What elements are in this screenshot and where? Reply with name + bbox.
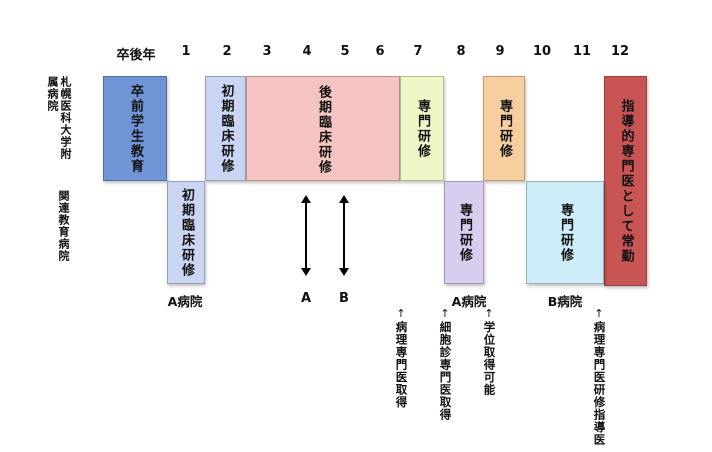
milestone-cytology-specialist-text: 細胞診専門医取得 bbox=[438, 321, 453, 421]
block-initial-training-university: 初期臨床研修 bbox=[205, 76, 246, 181]
block-later-clinical-training-text: 後期臨床研修 bbox=[316, 85, 331, 175]
hospital-label-a-1: A病院 bbox=[167, 294, 203, 309]
block-instructor-specialist-text: 指導的専門医として常勤 bbox=[618, 98, 634, 264]
milestone-cytology-specialist: ↑ 細胞診専門医取得 bbox=[437, 308, 453, 421]
point-label-b: B bbox=[339, 291, 349, 306]
year-10: 10 bbox=[532, 44, 552, 59]
block-pre-graduate-education-text: 卒前学生教育 bbox=[128, 83, 143, 174]
row-label-university: 札幌医科大学附属病院 bbox=[46, 76, 72, 160]
block-specialty-training-univ-1: 専門研修 bbox=[400, 76, 444, 181]
block-initial-training-related-text: 初期臨床研修 bbox=[179, 187, 194, 278]
up-arrow-icon: ↑ bbox=[440, 307, 450, 320]
arrow-head-down-icon bbox=[339, 268, 349, 276]
block-specialty-training-related-b-text: 専門研修 bbox=[558, 202, 573, 263]
year-6: 6 bbox=[375, 44, 385, 59]
year-4: 4 bbox=[302, 44, 312, 59]
milestone-degree-available: ↑ 学位取得可能 bbox=[481, 308, 497, 396]
year-header-label: 卒後年 bbox=[116, 48, 156, 63]
up-arrow-icon: ↑ bbox=[484, 307, 494, 320]
milestone-instructor-certification-text: 病理専門医研修指導医 bbox=[592, 321, 607, 446]
milestone-pathology-specialist: ↑ 病理専門医取得 bbox=[393, 308, 409, 409]
block-specialty-training-related-b: 専門研修 bbox=[526, 181, 604, 284]
block-specialty-training-univ-2-text: 専門研修 bbox=[497, 98, 512, 159]
block-specialty-training-related-a-text: 専門研修 bbox=[457, 202, 472, 263]
milestone-instructor-certification: ↑ 病理専門医研修指導医 bbox=[591, 308, 607, 446]
block-specialty-training-univ-1-text: 専門研修 bbox=[415, 98, 430, 159]
arrow-head-up-icon bbox=[339, 195, 349, 203]
arrow-head-up-icon bbox=[301, 195, 311, 203]
arrow-head-down-icon bbox=[301, 268, 311, 276]
block-later-clinical-training: 後期臨床研修 bbox=[246, 76, 400, 181]
milestone-degree-available-text: 学位取得可能 bbox=[482, 321, 497, 396]
year-12: 12 bbox=[610, 44, 630, 59]
block-instructor-specialist: 指導的専門医として常勤 bbox=[604, 76, 647, 286]
year-2: 2 bbox=[222, 44, 232, 59]
block-specialty-training-related-a: 専門研修 bbox=[444, 181, 484, 284]
row-label-related: 関連教育病院 bbox=[57, 190, 70, 262]
block-specialty-training-univ-2: 専門研修 bbox=[483, 76, 525, 181]
block-initial-training-related: 初期臨床研修 bbox=[167, 181, 205, 284]
year-5: 5 bbox=[340, 44, 350, 59]
block-initial-training-university-text: 初期臨床研修 bbox=[218, 83, 234, 174]
arrow-shaft bbox=[343, 202, 345, 268]
year-3: 3 bbox=[262, 44, 272, 59]
year-1: 1 bbox=[181, 44, 191, 59]
year-9: 9 bbox=[495, 44, 505, 59]
milestone-pathology-specialist-text: 病理専門医取得 bbox=[394, 321, 409, 409]
point-label-a: A bbox=[300, 291, 312, 306]
year-7: 7 bbox=[413, 44, 423, 59]
up-arrow-icon: ↑ bbox=[396, 307, 406, 320]
year-8: 8 bbox=[456, 44, 466, 59]
year-11: 11 bbox=[572, 44, 592, 59]
arrow-shaft bbox=[305, 202, 307, 268]
up-arrow-icon: ↑ bbox=[594, 307, 604, 320]
hospital-label-a-2: A病院 bbox=[451, 294, 487, 309]
hospital-label-b: B病院 bbox=[547, 294, 583, 309]
block-pre-graduate-education: 卒前学生教育 bbox=[103, 76, 167, 181]
